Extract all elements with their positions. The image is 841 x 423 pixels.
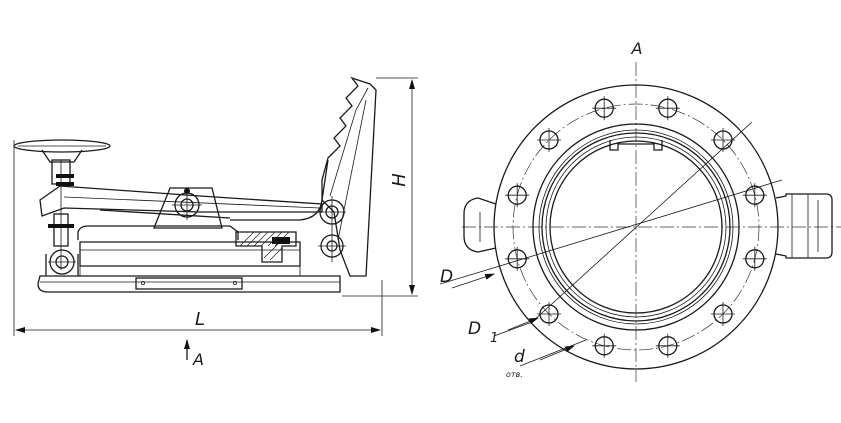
flange-outer-dim-label: D (440, 267, 453, 287)
hole-note-label: отв. (506, 370, 523, 379)
disc (549, 140, 723, 314)
side-dimensions: H L A (13, 77, 418, 369)
lower-body (77, 225, 239, 240)
base-plate (37, 275, 341, 293)
shaft-boss (775, 193, 833, 259)
bolt-circle-dim-label: D (468, 319, 481, 339)
bolt-circle (512, 103, 760, 351)
handwheel-assembly (13, 139, 111, 276)
section-view-label: A (631, 39, 643, 58)
height-dim-label: H (389, 173, 410, 187)
section-arrow-label: A (192, 350, 204, 369)
side-view (13, 76, 377, 293)
base-slot (135, 277, 243, 290)
lever-arm (39, 185, 323, 217)
bolt-circle-dim-sub: 1 (490, 331, 498, 346)
front-view: A (439, 39, 841, 382)
length-dim-label: L (195, 309, 205, 330)
seal-section (235, 231, 297, 263)
hole-dim-label: d (514, 347, 525, 367)
front-dimensions: D D 1 d отв. (440, 267, 575, 379)
flange-outer (493, 84, 779, 370)
left-lug (463, 197, 497, 253)
